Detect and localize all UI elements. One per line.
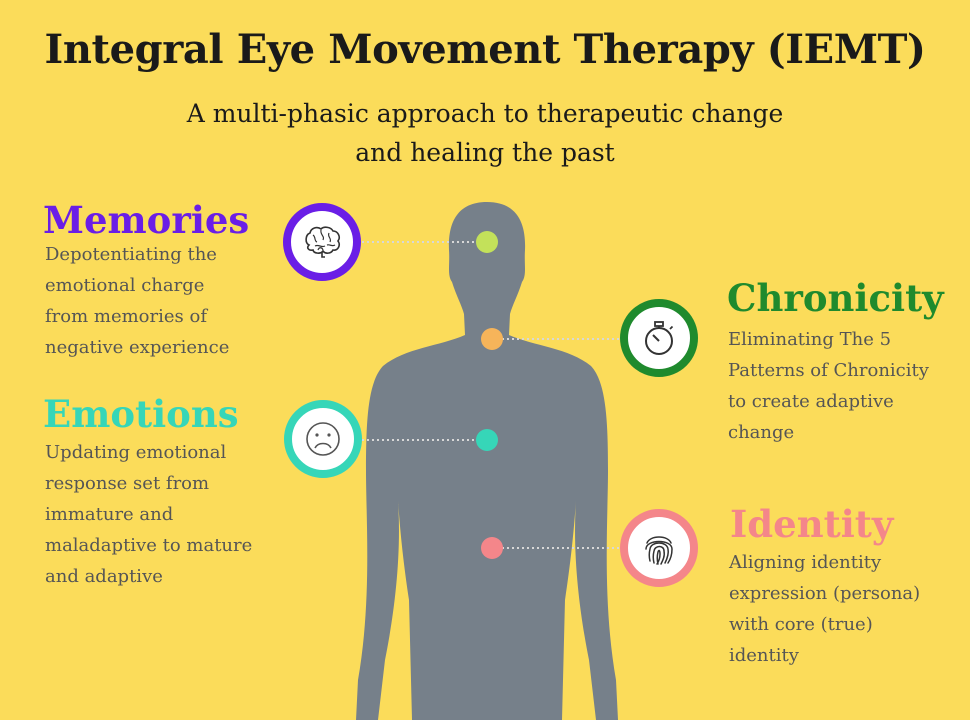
subtitle-line: A multi-phasic approach to therapeutic c… xyxy=(186,99,784,128)
emotions-line: maladaptive to mature xyxy=(45,535,253,556)
chronicity-description: Eliminating The 5 Patterns of Chronicity… xyxy=(728,324,929,448)
page-subtitle: A multi-phasic approach to therapeutic c… xyxy=(0,95,970,173)
memories-line: emotional charge xyxy=(45,275,205,296)
memories-icon-circle xyxy=(283,203,361,281)
stopwatch-icon xyxy=(645,321,674,355)
identity-line: expression (persona) xyxy=(729,583,921,604)
memories-heading: Memories xyxy=(43,198,250,242)
memories-line: Depotentiating the xyxy=(45,244,217,265)
chronicity-line: Patterns of Chronicity xyxy=(728,360,929,381)
emotions-line: response set from xyxy=(45,473,210,494)
emotions-line: and adaptive xyxy=(45,566,163,587)
identity-line: with core (true) xyxy=(729,614,873,635)
memories-line: from memories of xyxy=(45,306,207,327)
fingerprint-icon xyxy=(645,536,673,565)
page-title: Integral Eye Movement Therapy (IEMT) xyxy=(44,26,926,73)
identity-description: Aligning identity expression (persona) w… xyxy=(729,547,920,671)
emotions-description: Updating emotional response set from imm… xyxy=(45,437,252,592)
chronicity-line: change xyxy=(728,422,795,443)
memories-dot xyxy=(476,231,498,253)
brain-icon xyxy=(305,226,340,258)
memories-line: negative experience xyxy=(45,337,230,358)
sad-face-icon xyxy=(306,422,340,456)
identity-line: Aligning identity xyxy=(729,552,882,573)
chronicity-heading: Chronicity xyxy=(727,276,944,320)
chronicity-dot xyxy=(481,328,503,350)
chronicity-line: to create adaptive xyxy=(728,391,894,412)
identity-dot xyxy=(481,537,503,559)
chronicity-line: Eliminating The 5 xyxy=(728,329,892,350)
identity-icon-circle xyxy=(620,509,698,587)
emotions-line: immature and xyxy=(45,504,174,525)
human-silhouette xyxy=(356,202,618,720)
emotions-dot xyxy=(476,429,498,451)
chronicity-icon-circle xyxy=(620,299,698,377)
emotions-icon-circle xyxy=(284,400,362,478)
identity-line: identity xyxy=(729,645,799,666)
memories-description: Depotentiating the emotional charge from… xyxy=(45,239,229,363)
subtitle-line: and healing the past xyxy=(355,137,615,167)
emotions-heading: Emotions xyxy=(43,392,239,436)
identity-heading: Identity xyxy=(730,502,894,546)
emotions-line: Updating emotional xyxy=(45,442,227,463)
